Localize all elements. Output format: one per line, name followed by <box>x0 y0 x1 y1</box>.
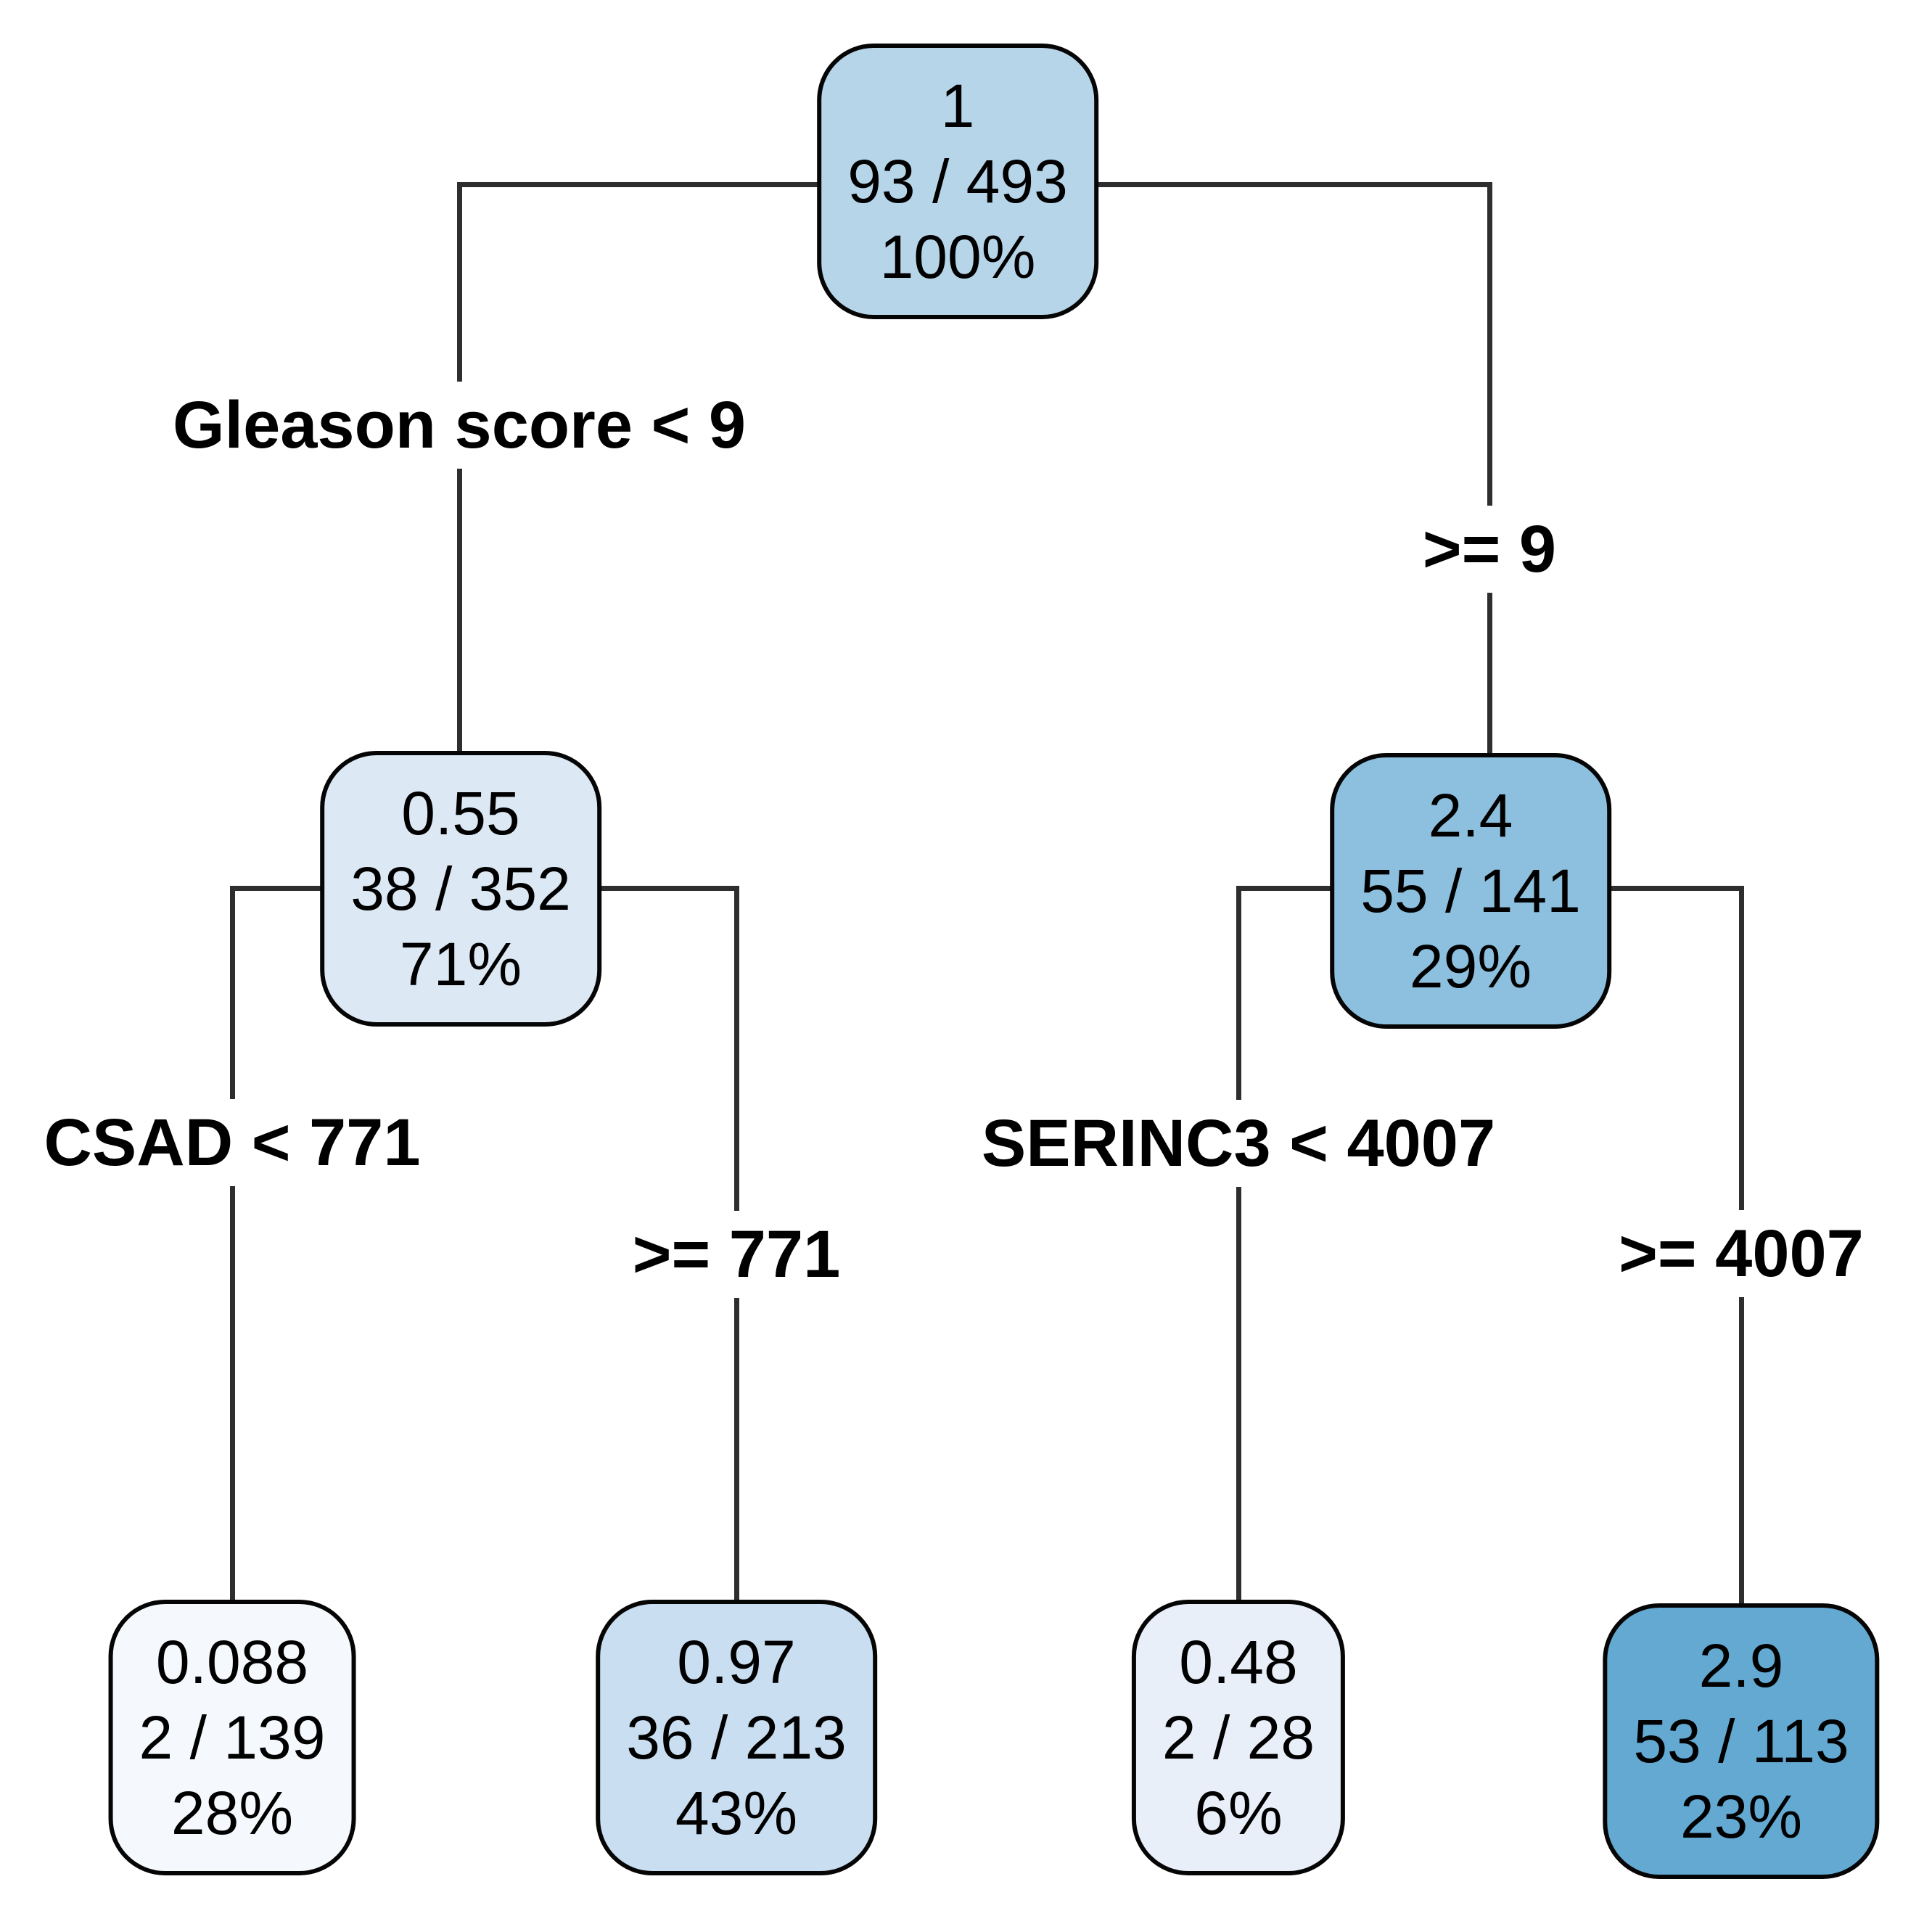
tree-leaf-serinc3-ge-4007: 2.9 53 / 113 23% <box>1603 1603 1880 1880</box>
node-events: 55 / 141 <box>1360 857 1581 926</box>
node-rate: 2.9 <box>1698 1632 1784 1700</box>
node-rate: 0.97 <box>677 1628 796 1696</box>
node-events: 2 / 139 <box>139 1703 326 1772</box>
node-rate: 1 <box>940 72 975 140</box>
branch-line-gleason-left-vertical <box>457 182 462 755</box>
tree-leaf-csad-lt-771: 0.088 2 / 139 28% <box>108 1600 356 1876</box>
node-rate: 0.088 <box>155 1628 309 1696</box>
split-label-csad-ge-771: >= 771 <box>610 1211 863 1298</box>
tree-leaf-csad-ge-771: 0.97 36 / 213 43% <box>596 1600 877 1876</box>
node-percent: 23% <box>1680 1783 1803 1851</box>
tree-leaf-serinc3-lt-4007: 0.48 2 / 28 6% <box>1131 1600 1346 1876</box>
node-events: 53 / 113 <box>1633 1707 1849 1776</box>
node-percent: 6% <box>1194 1779 1283 1848</box>
tree-node-gleason-lt-9: 0.55 38 / 352 71% <box>320 751 601 1027</box>
split-label-csad-lt-771: CSAD < 771 <box>22 1099 443 1186</box>
node-percent: 71% <box>399 930 522 999</box>
split-label-serinc3-ge-4007: >= 4007 <box>1597 1210 1886 1297</box>
node-rate: 2.4 <box>1428 781 1513 850</box>
branch-line-csad-left-vertical <box>230 886 235 1604</box>
tree-node-root: 1 93 / 493 100% <box>817 44 1098 320</box>
node-events: 36 / 213 <box>626 1703 847 1772</box>
branch-line-serinc3-left-vertical <box>1236 886 1241 1604</box>
node-events: 93 / 493 <box>847 147 1068 216</box>
branch-line-gleason-right-vertical <box>1487 182 1492 757</box>
node-percent: 29% <box>1409 932 1532 1001</box>
node-percent: 100% <box>879 223 1036 292</box>
node-rate: 0.55 <box>401 779 520 847</box>
tree-node-gleason-ge-9: 2.4 55 / 141 29% <box>1330 753 1611 1029</box>
node-rate: 0.48 <box>1179 1628 1298 1696</box>
split-label-gleason-lt-9: Gleason score < 9 <box>150 382 768 469</box>
node-events: 38 / 352 <box>350 855 571 924</box>
split-label-serinc3-lt-4007: SERINC3 < 4007 <box>959 1100 1518 1187</box>
node-events: 2 / 28 <box>1162 1703 1315 1772</box>
node-percent: 43% <box>675 1779 798 1848</box>
node-percent: 28% <box>170 1779 294 1848</box>
split-label-gleason-ge-9: >= 9 <box>1400 506 1579 593</box>
